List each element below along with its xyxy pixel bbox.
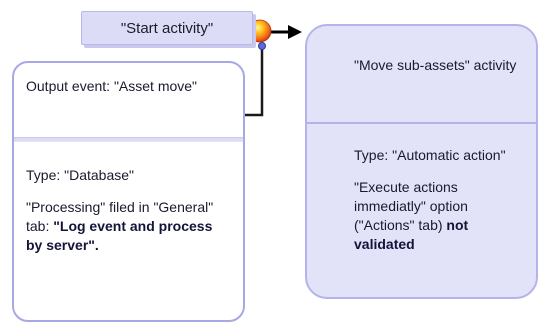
event-processing-text: "Processing" filed in "General" tab: "Lo… xyxy=(26,198,231,255)
event-link-line xyxy=(245,46,264,117)
output-event-body: Type: "Database" "Processing" filed in "… xyxy=(14,142,243,255)
activity-body: Type: "Automatic action" "Execute action… xyxy=(307,124,536,254)
start-activity-label: "Start activity" xyxy=(120,19,214,37)
activity-divider xyxy=(307,122,536,124)
activity-title: "Move sub-assets" activity xyxy=(354,57,517,73)
connection-dot-icon xyxy=(258,42,266,50)
output-event-panel[interactable]: Output event: "Asset move" Type: "Databa… xyxy=(12,61,245,322)
activity-header: "Move sub-assets" activity xyxy=(307,26,536,122)
processing-value: "Log event and process by server". xyxy=(26,218,213,253)
activity-type-text: Type: "Automatic action" xyxy=(354,147,506,163)
output-event-header: Output event: "Asset move" xyxy=(14,63,243,137)
event-divider xyxy=(14,137,243,142)
event-type-text: Type: "Database" xyxy=(26,167,135,183)
activity-option-text: "Execute actions immediatly" option ("Ac… xyxy=(354,178,524,254)
activity-panel[interactable]: "Move sub-assets" activity Type: "Automa… xyxy=(305,24,538,299)
option-value: not validated xyxy=(354,217,469,252)
processing-prefix: "Processing" filed in "General" tab: xyxy=(26,199,214,234)
start-activity-node[interactable]: "Start activity" xyxy=(81,11,253,45)
output-event-title: Output event: "Asset move" xyxy=(26,78,198,94)
arrow-head-icon xyxy=(288,25,302,39)
option-prefix: "Execute actions immediatly" option ("Ac… xyxy=(354,179,468,233)
